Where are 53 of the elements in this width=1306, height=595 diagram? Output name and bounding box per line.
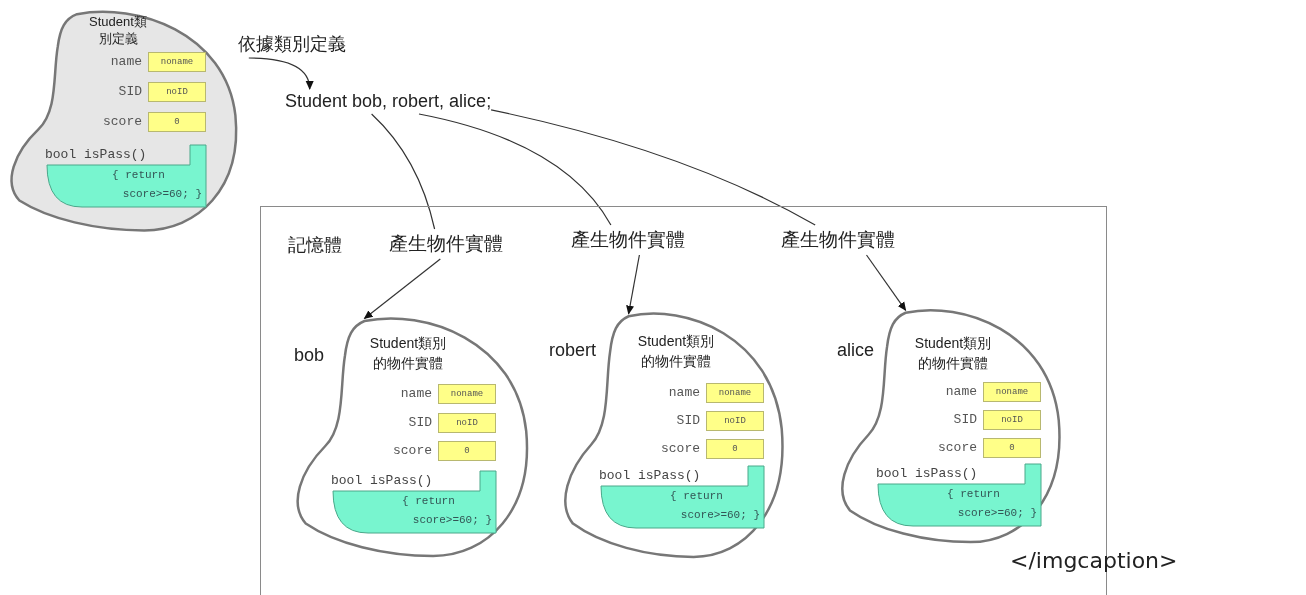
method-signature: bool isPass() bbox=[599, 467, 701, 485]
field-label: name bbox=[110, 53, 142, 71]
blob-heading: Student類別的物件實體 bbox=[913, 334, 993, 373]
field-label: SID bbox=[953, 411, 977, 429]
value-box: 0 bbox=[983, 438, 1041, 458]
annotation-text: 產生物件實體 bbox=[781, 227, 895, 253]
connector-line bbox=[418, 113, 612, 226]
annotation-text: 產生物件實體 bbox=[571, 227, 685, 253]
arrow bbox=[248, 57, 313, 90]
value-box: noID bbox=[438, 413, 496, 433]
variable-label: alice bbox=[837, 340, 875, 361]
blob-heading: Student類別的物件實體 bbox=[368, 334, 448, 373]
value-box: noID bbox=[983, 410, 1041, 430]
frame-title: 記憶體 bbox=[288, 234, 342, 257]
arrow bbox=[865, 254, 907, 312]
blob-heading: Student類別定義 bbox=[88, 13, 148, 47]
arrow bbox=[363, 258, 441, 320]
value-box: noID bbox=[706, 411, 764, 431]
value-box: noname bbox=[148, 52, 206, 72]
field-label: name bbox=[668, 384, 700, 402]
connector-line bbox=[490, 109, 816, 226]
value-box: noname bbox=[438, 384, 496, 404]
field-label: name bbox=[945, 383, 977, 401]
field-label: SID bbox=[118, 83, 142, 101]
arrow bbox=[626, 254, 640, 315]
value-box: noname bbox=[983, 382, 1041, 402]
value-box: 0 bbox=[438, 441, 496, 461]
annotation-text: 產生物件實體 bbox=[389, 231, 503, 257]
field-label: score bbox=[661, 440, 700, 458]
code-text: { return score>=60; } bbox=[402, 494, 492, 528]
value-box: 0 bbox=[706, 439, 764, 459]
field-label: SID bbox=[676, 412, 700, 430]
field-label: score bbox=[938, 439, 977, 457]
field-label: name bbox=[400, 385, 432, 403]
variable-label: bob bbox=[294, 345, 325, 366]
code-statement: Student bob, robert, alice; bbox=[285, 91, 492, 112]
field-label: score bbox=[393, 442, 432, 460]
method-signature: bool isPass() bbox=[331, 472, 433, 490]
caption-text: </imgcaption> bbox=[1010, 548, 1178, 573]
value-box: noname bbox=[706, 383, 764, 403]
code-text: { return score>=60; } bbox=[947, 487, 1037, 521]
value-box: noID bbox=[148, 82, 206, 102]
connector-line bbox=[371, 113, 436, 230]
method-signature: bool isPass() bbox=[45, 146, 147, 164]
field-label: score bbox=[103, 113, 142, 131]
annotation-text: 依據類別定義 bbox=[238, 32, 346, 56]
method-signature: bool isPass() bbox=[876, 465, 978, 483]
value-box: 0 bbox=[148, 112, 206, 132]
variable-label: robert bbox=[549, 340, 597, 361]
field-label: SID bbox=[408, 414, 432, 432]
code-text: { return score>=60; } bbox=[112, 168, 202, 202]
blob-heading: Student類別的物件實體 bbox=[636, 332, 716, 371]
code-text: { return score>=60; } bbox=[670, 489, 760, 523]
